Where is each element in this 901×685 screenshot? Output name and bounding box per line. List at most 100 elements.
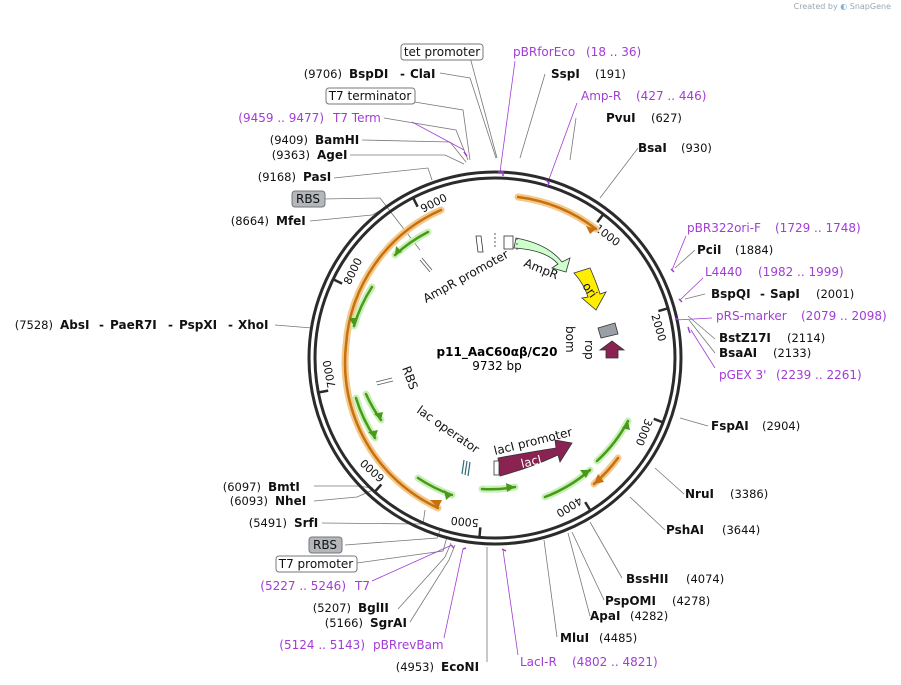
sapi-name: SapI [770,287,800,301]
arrowhead-3 [594,474,604,484]
ampr-promoter-box [503,235,514,250]
arrowhead-4 [395,246,402,255]
pcii-pos: (1884) [735,243,773,257]
tet-promoter-label: tet promoter [404,45,480,59]
rbs-top-label: RBS [296,192,320,206]
bsai-pos: (930) [681,141,712,155]
snapgene-logo-icon: ◐ [840,2,848,11]
t7term-range: (9459 .. 9477) [238,111,324,125]
t7-promoter-label: T7 promoter [278,557,354,571]
tet-promoter-marker [475,235,484,253]
t7term-name: T7 Term [332,111,381,125]
credit-brand: SnapGene [849,2,891,11]
bstz17i-pos: (2114) [787,331,825,345]
tick-mark-6000 [373,483,383,493]
econi-name: EcoNI [441,660,479,674]
fspai-pos: (2904) [762,419,800,433]
orf-arc-1 [516,195,598,231]
pshai-pos: (3644) [722,523,760,537]
snapgene-credit: Created by ◐ SnapGene [794,2,891,11]
pbr322ori-range: (1729 .. 1748) [775,221,861,235]
bsaai-name: BsaAI [719,346,757,360]
pbrrevbam-name: pBRrevBam [373,638,444,652]
sspi-pos: (191) [595,67,626,81]
bspdi-sep: - [400,67,405,81]
pshai-name: PshAI [666,523,704,537]
pasi-pos: (9168) [258,170,296,184]
rbs-bottom-label: RBS [313,538,337,552]
boxed-feature-labels: tet promoter T7 terminator RBS RBS T7 pr… [275,43,484,573]
t7-terminator-box [325,87,416,105]
primer-leaders [371,60,716,656]
rbs-inner-label: RBS [399,364,420,391]
bsai-name: BsaI [638,141,667,155]
bamhi-pos: (9409) [270,133,308,147]
paer7i-name: PaeR7I [110,318,157,332]
laci-arrow [497,439,573,477]
lacir-range: (4802 .. 4821) [572,655,658,669]
agei-pos: (9363) [272,148,310,162]
absi-sep3: - [228,318,233,332]
srfi-pos: (5491) [249,516,287,530]
nhei-name: NheI [275,494,306,508]
econi-pos: (4953) [396,660,434,674]
pcii-name: PciI [697,243,722,257]
arrowhead-6 [368,430,378,438]
tick-mark-3000 [653,417,664,424]
ampr-promoter-label: AmpR promoter [421,247,511,306]
l4440-range: (1982 .. 1999) [758,265,844,279]
arrowhead-1 [586,226,596,234]
tick-label-5000: 5000 [450,514,479,529]
prsmarker-name: pRS-marker [716,309,787,323]
arrowhead-7 [374,412,383,420]
tet-promoter-box [400,43,484,61]
plasmid-name: p11_AaC60αβ/C20 [437,345,558,360]
rbs-top-box [291,190,326,208]
bsshii-name: BssHII [626,572,668,586]
pspxi-name: PspXI [179,318,217,332]
pasi-name: PasI [303,170,331,184]
ampr-primer-name: Amp-R [581,89,621,103]
bamhi-name: BamHI [315,133,359,147]
bspqi-name: BspQI [711,287,751,301]
arrowhead-9 [506,483,515,492]
tick-mark-4000 [584,501,592,512]
bglii-pos: (5207) [313,601,351,615]
pvui-name: PvuI [606,111,636,125]
pbr322ori-name: pBR322ori-F [687,221,761,235]
t7-promoter-box [275,555,358,573]
bom-label: bom [563,326,577,353]
t7-term-marker [494,233,496,247]
inner-features [375,233,626,477]
bsaai-pos: (2133) [773,346,811,360]
lac-operator-label: lac operator [414,403,482,456]
orf-arc-2 [343,208,443,510]
pspomi-pos: (4278) [672,594,710,608]
arrowhead-11 [622,421,630,430]
tick-mark-5000 [478,527,482,538]
laci-label: lacI [519,452,543,471]
orf-arrowheads [349,226,630,508]
sgrai-name: SgrAI [370,616,407,630]
xhoi-name: XhoI [238,318,269,332]
pbrforeco-name: pBRforEco [513,45,575,59]
ampr-promoter-marker [419,257,433,273]
rbs-marker-inner [375,377,394,386]
lacir-name: LacI-R [520,655,557,669]
bspdi-name: BspDI [349,67,388,81]
ori-arrow [573,267,607,311]
tick-mark-2000 [658,307,669,313]
ampr-primer-range: (427 .. 446) [636,89,706,103]
plasmid-length: 9732 bp [472,359,522,373]
pbrrevbam-range: (5124 .. 5143) [279,638,365,652]
prsmarker-range: (2079 .. 2098) [801,309,887,323]
lac-operator-marker [461,459,471,477]
apai-name: ApaI [590,609,620,623]
bsshii-pos: (4074) [686,572,724,586]
arrowhead-2 [430,500,442,508]
fspai-name: FspAI [711,419,749,433]
t7-range: (5227 .. 5246) [260,579,346,593]
credit-prefix: Created by [793,2,838,11]
nhei-pos: (6093) [230,494,268,508]
